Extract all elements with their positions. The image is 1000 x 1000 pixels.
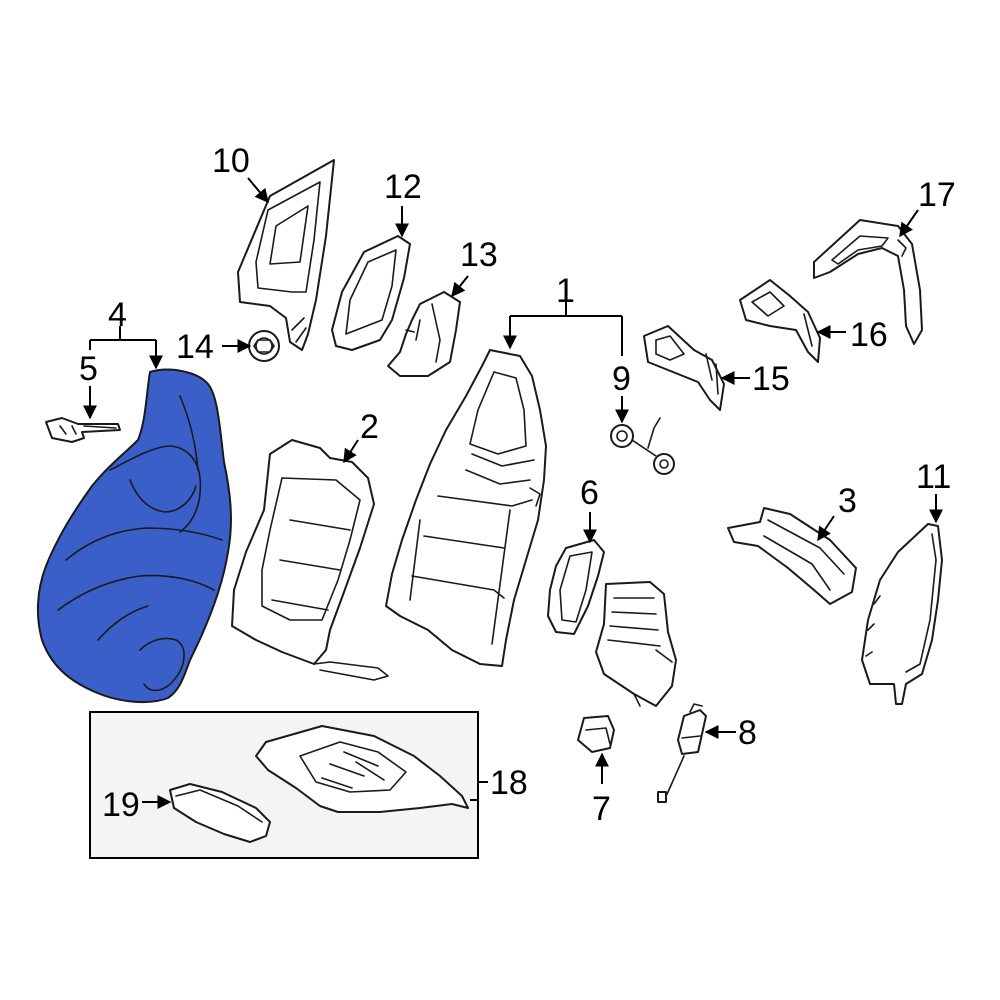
part-15-bracket[interactable]: [643, 325, 725, 411]
callout-10: 10: [212, 142, 250, 180]
part-4-fill: [36, 368, 232, 704]
part-11-side-panel[interactable]: [861, 523, 943, 705]
part-2-back-frame[interactable]: [231, 439, 389, 681]
callout-4: 4: [108, 296, 127, 334]
part-18-pad[interactable]: [255, 725, 469, 813]
part-4-contour-3: [65, 527, 223, 561]
callout-14: 14: [176, 328, 214, 366]
callout-3: 3: [838, 482, 857, 520]
callout-labels: 1 2 3 4 5 6 7 8 9 10 11 12 13 14 15 16 1…: [79, 142, 956, 828]
part-1-seatback-assembly[interactable]: [385, 349, 547, 667]
callout-18: 18: [490, 764, 528, 802]
part-4-seatback-cushion[interactable]: [36, 368, 232, 704]
callout-6: 6: [580, 474, 599, 512]
leader-lines: [83, 177, 943, 809]
part-4-contour-2: [129, 479, 197, 513]
callout-15: 15: [752, 360, 790, 398]
callout-7: 7: [592, 790, 611, 828]
callout-5: 5: [79, 350, 98, 388]
callout-8: 8: [738, 714, 757, 752]
part-13-bracket[interactable]: [387, 291, 461, 377]
part-5-clip[interactable]: [45, 417, 121, 443]
part-8-sensor[interactable]: [657, 703, 707, 803]
part-4-contour-5: [97, 605, 149, 641]
callout-19: 19: [102, 786, 140, 824]
callout-9: 9: [612, 360, 631, 398]
callout-12: 12: [384, 168, 422, 206]
part-6-lumbar-module[interactable]: [547, 539, 677, 707]
part-4-contour-6: [139, 637, 185, 692]
callout-17: 17: [918, 176, 956, 214]
part-7-module[interactable]: [577, 715, 615, 753]
callout-16: 16: [850, 316, 888, 354]
part-19-bolster[interactable]: [169, 783, 271, 843]
part-12-side-trim[interactable]: [331, 235, 411, 351]
part-4-contour-7: [179, 395, 199, 471]
part-14-grommet[interactable]: [248, 330, 280, 362]
part-4-contour-4: [57, 574, 215, 611]
callout-11: 11: [916, 458, 951, 496]
part-9-wiring[interactable]: [610, 417, 675, 475]
callout-1: 1: [556, 272, 575, 310]
callout-2: 2: [360, 408, 379, 446]
part-3-lower-trim[interactable]: [727, 507, 857, 605]
part-16-bracket[interactable]: [739, 279, 821, 363]
part-4-contour-1: [109, 445, 202, 533]
part-10-back-panel[interactable]: [237, 159, 335, 351]
callout-13: 13: [460, 236, 498, 274]
